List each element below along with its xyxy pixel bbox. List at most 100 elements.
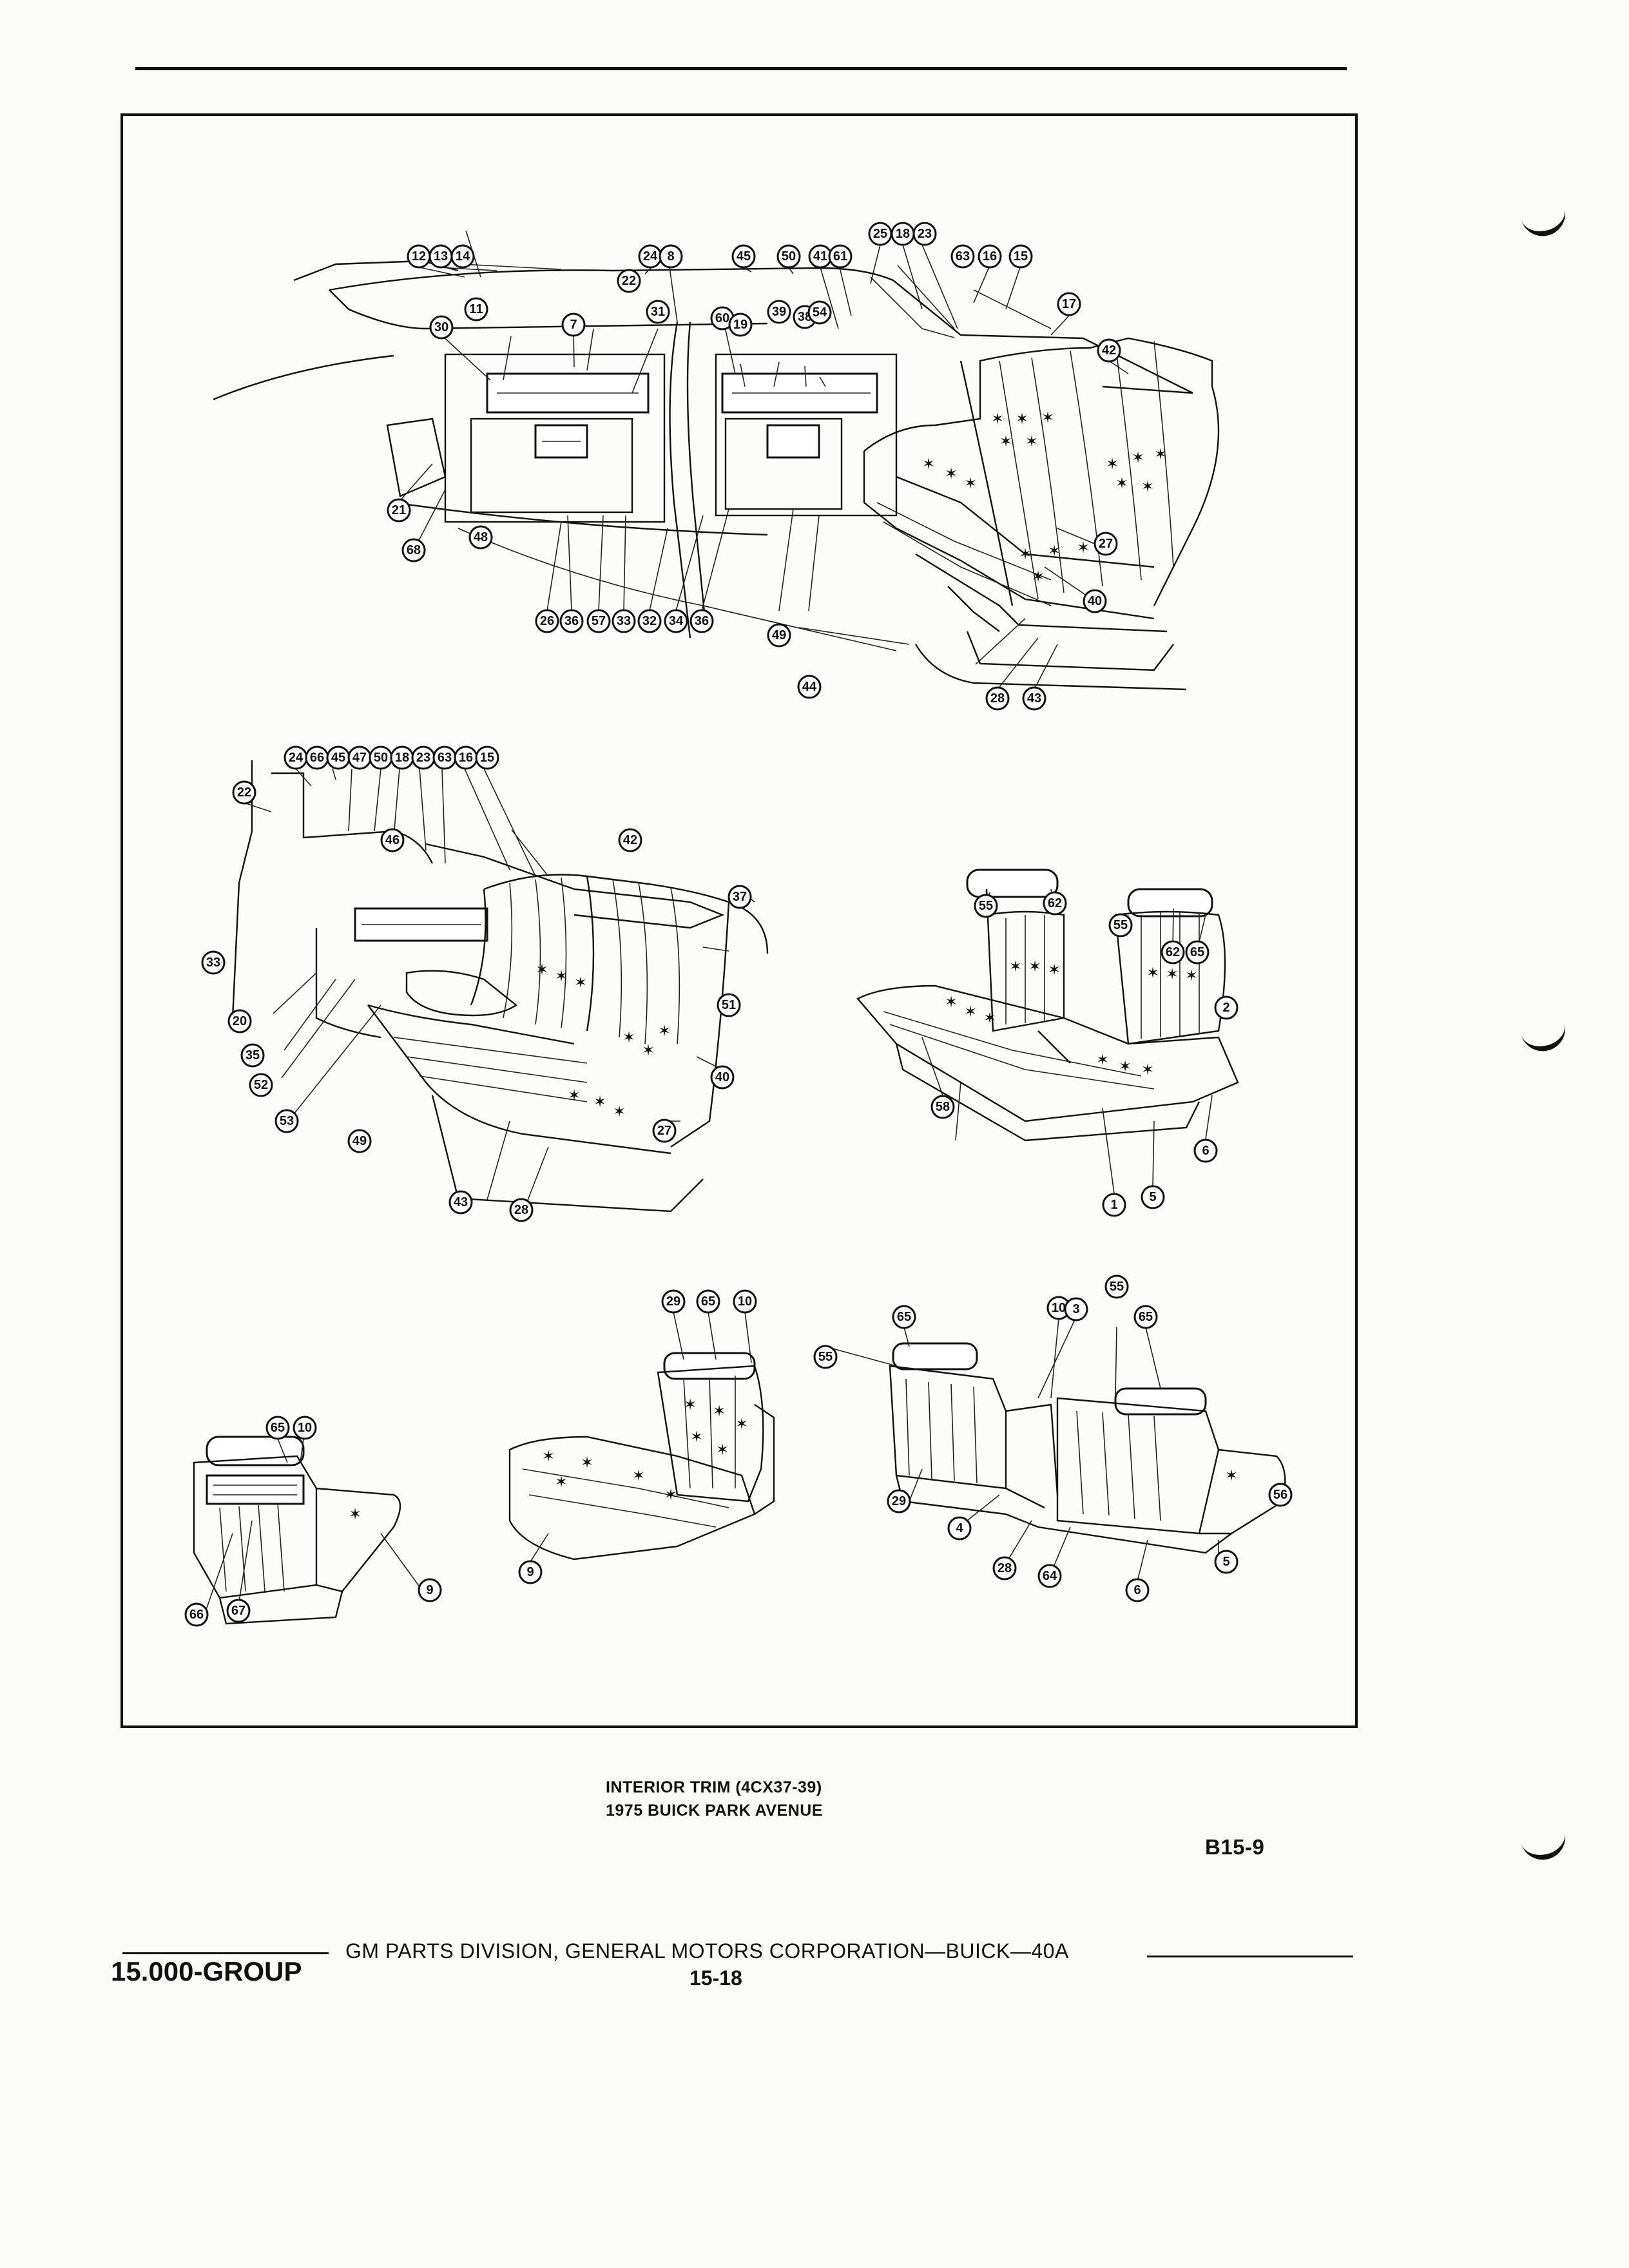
svg-text:36: 36 [695, 614, 709, 628]
scan-edge-mark-icon [1519, 201, 1570, 241]
svg-text:46: 46 [385, 833, 400, 847]
svg-text:✶: ✶ [1041, 408, 1054, 427]
svg-text:12: 12 [412, 249, 426, 264]
svg-text:27: 27 [1099, 537, 1113, 551]
callout-18: 18 [891, 222, 915, 246]
svg-text:✶: ✶ [1019, 545, 1032, 563]
callout-24: 24 [284, 745, 308, 770]
svg-text:2: 2 [1222, 1001, 1229, 1015]
svg-text:4: 4 [956, 1521, 963, 1535]
callout-62: 62 [1161, 940, 1185, 965]
callout-33: 33 [201, 950, 226, 975]
svg-text:40: 40 [1088, 594, 1102, 608]
svg-text:54: 54 [813, 305, 827, 320]
callout-21: 21 [387, 498, 411, 523]
callout-43: 43 [448, 1190, 473, 1215]
footer-rule-right [1147, 1956, 1353, 1957]
svg-text:10: 10 [1052, 1301, 1066, 1315]
svg-text:30: 30 [434, 320, 448, 334]
svg-text:29: 29 [892, 1494, 906, 1508]
svg-text:62: 62 [1048, 896, 1062, 910]
rear-seat-view: ✶ ✶ ✶ ✶ ✶ ✶ ✶ ✶ ✶ 24 66 45 47 50 [201, 745, 769, 1222]
callout-46: 46 [380, 828, 405, 852]
svg-text:3: 3 [1072, 1302, 1079, 1316]
svg-text:55: 55 [1113, 918, 1128, 932]
callout-65: 65 [1185, 940, 1210, 965]
svg-text:43: 43 [454, 1195, 468, 1209]
callout-50: 50 [776, 244, 801, 269]
svg-text:✶: ✶ [1009, 957, 1022, 975]
callout-55: 55 [974, 894, 998, 918]
bucket-seat-view: ✶ 65 10 9 66 67 [184, 1416, 442, 1627]
callout-49: 49 [347, 1129, 372, 1153]
svg-text:✶: ✶ [716, 1441, 729, 1459]
callout-57: 57 [586, 609, 611, 633]
callout-3: 3 [1064, 1297, 1088, 1321]
callout-12: 12 [407, 244, 431, 269]
svg-text:45: 45 [737, 249, 751, 264]
top-rule [135, 67, 1347, 70]
callout-43: 43 [1022, 686, 1046, 711]
svg-text:✶: ✶ [1048, 542, 1061, 560]
svg-text:55: 55 [1110, 1280, 1124, 1294]
callout-64: 64 [1037, 1564, 1062, 1588]
callout-68: 68 [401, 538, 426, 562]
callout-group-rear-seat: 24 66 45 47 50 18 23 63 16 15 22 46 42 3… [201, 745, 752, 1222]
svg-text:9: 9 [526, 1565, 534, 1579]
svg-text:✶: ✶ [1115, 474, 1128, 492]
svg-text:✶: ✶ [658, 1022, 671, 1040]
callout-47: 47 [347, 745, 372, 770]
svg-text:✶: ✶ [964, 1003, 977, 1021]
svg-text:✶: ✶ [1225, 1466, 1238, 1485]
svg-text:✶: ✶ [945, 993, 958, 1011]
callout-28: 28 [509, 1198, 534, 1222]
callout-9: 9 [518, 1560, 543, 1584]
callout-66: 66 [184, 1602, 209, 1627]
svg-text:16: 16 [983, 249, 997, 264]
callout-45: 45 [731, 244, 756, 269]
svg-text:✶: ✶ [1132, 448, 1144, 466]
callout-10: 10 [293, 1416, 317, 1440]
illustration-frame: ✶ ✶ ✶ ✶ ✶ ✶ ✶ ✶ ✶ ✶ ✶ ✶ ✶ ✶ ✶ ✶ ✶ [120, 113, 1358, 1728]
svg-text:5: 5 [1149, 1190, 1156, 1204]
svg-text:49: 49 [352, 1134, 367, 1148]
svg-text:40: 40 [715, 1070, 729, 1084]
scan-edge-mark-icon [1519, 1016, 1570, 1056]
svg-text:✶: ✶ [1166, 965, 1179, 983]
callout-58: 58 [930, 1095, 955, 1119]
footer-division: GM PARTS DIVISION, GENERAL MOTORS CORPOR… [345, 1939, 1069, 1963]
svg-text:15: 15 [1014, 249, 1028, 264]
footer-rule-left [122, 1952, 329, 1954]
svg-text:37: 37 [733, 890, 747, 904]
svg-text:44: 44 [802, 680, 817, 694]
callout-14: 14 [450, 244, 475, 269]
callout-56: 56 [1268, 1483, 1293, 1507]
callout-group-main: 25 18 23 12 13 14 24 8 45 50 41 61 63 16… [387, 222, 1121, 711]
callout-52: 52 [249, 1073, 273, 1097]
svg-text:14: 14 [456, 249, 470, 264]
callout-20: 20 [227, 1009, 252, 1033]
callout-7: 7 [561, 312, 586, 337]
callout-18: 18 [390, 745, 414, 770]
callout-5: 5 [1141, 1185, 1165, 1209]
svg-text:64: 64 [1043, 1569, 1057, 1583]
figure-code: B15-9 [1205, 1835, 1265, 1859]
callout-49: 49 [767, 623, 791, 648]
callout-30: 30 [429, 315, 454, 340]
callout-25: 25 [868, 222, 892, 246]
callout-23: 23 [411, 745, 436, 770]
callout-41: 41 [808, 244, 833, 269]
callout-36: 36 [559, 609, 584, 633]
svg-text:✶: ✶ [349, 1505, 361, 1523]
svg-text:51: 51 [722, 998, 736, 1012]
svg-text:✶: ✶ [555, 967, 568, 985]
callout-6: 6 [1193, 1139, 1218, 1163]
callout-40: 40 [1083, 589, 1107, 613]
svg-text:28: 28 [998, 1561, 1012, 1575]
callout-28: 28 [992, 1556, 1017, 1581]
svg-text:20: 20 [233, 1014, 247, 1028]
svg-text:42: 42 [623, 833, 637, 847]
reclining-seat-view: ✶ ✶ ✶ ✶ ✶ ✶ ✶ ✶ ✶ ✶ 29 65 10 9 [508, 1289, 775, 1584]
scan-edge-mark-icon [1519, 1825, 1570, 1865]
svg-text:39: 39 [772, 305, 786, 319]
